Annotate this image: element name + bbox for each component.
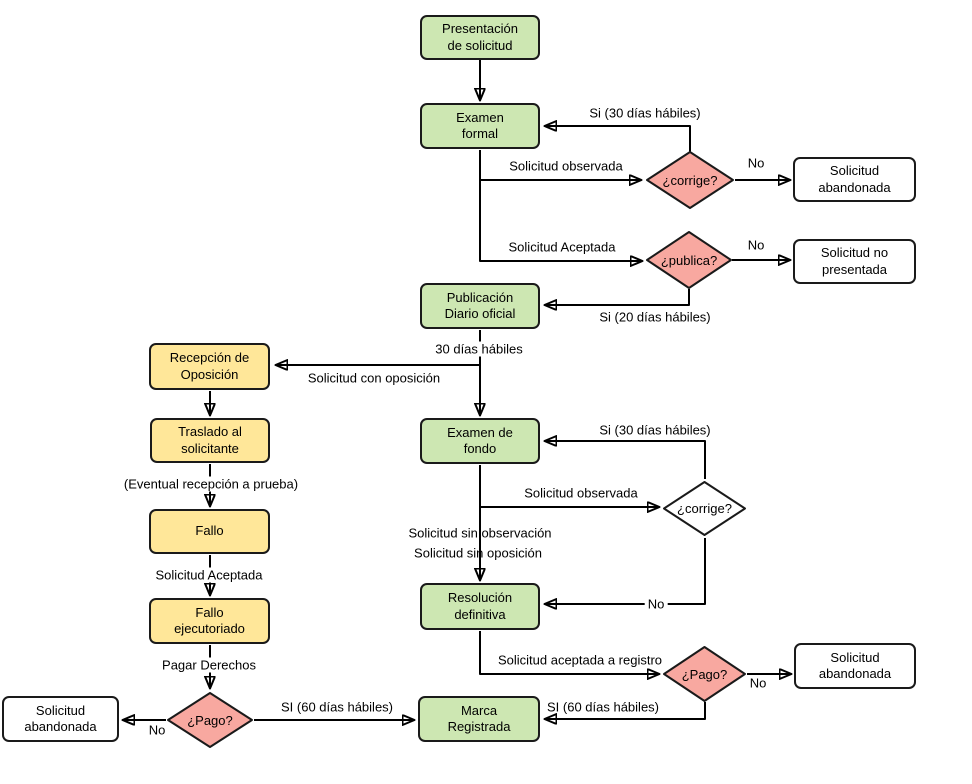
node-label: ¿corrige? — [677, 501, 732, 516]
node-label: Presentación de solicitud — [442, 21, 518, 53]
node-decision-publica: ¿publica? — [645, 230, 733, 290]
edge-corrige1-examenformal-return — [545, 126, 691, 152]
edge-corrige2-examenfondo-return — [545, 441, 706, 479]
node-label: Solicitud abandonada — [818, 649, 892, 681]
node-label: ¿publica? — [660, 252, 718, 268]
node-decision-corrige-1: ¿corrige? — [645, 150, 735, 210]
diamond-shape — [646, 151, 734, 209]
edge-label-si-20: Si (20 días hábiles) — [599, 309, 711, 325]
node-label: ¿corrige? — [662, 172, 718, 188]
node-label: Examen de fondo — [447, 424, 513, 456]
node-label: Publicación Diario oficial — [444, 289, 516, 321]
edge-label-solicitud-observada-top: Solicitud observada — [509, 158, 623, 174]
edge-label-no-pago-left: No — [148, 722, 166, 738]
node-examen-de-fondo: Examen de fondo — [420, 418, 540, 464]
edge-label-eventual-recepcion: (Eventual recepción a prueba) — [120, 476, 302, 492]
node-recepcion-de-oposicion: Recepción de Oposición — [149, 343, 270, 390]
node-label: ¿Pago? — [187, 712, 233, 728]
node-publicacion-diario-oficial: Publicación Diario oficial — [420, 283, 540, 329]
edge-label-30-dias: 30 días hábiles — [432, 341, 526, 357]
edge-label-sin-observacion: Solicitud sin observación — [408, 525, 552, 541]
node-solicitud-abandonada-right: Solicitud abandonada — [794, 643, 916, 689]
diamond-shape — [663, 646, 746, 702]
edge-label-no-publica: No — [747, 237, 765, 253]
node-presentacion-de-solicitud: Presentación de solicitud — [420, 15, 540, 60]
node-decision-corrige-2: ¿corrige? — [662, 480, 747, 537]
node-solicitud-abandonada-top: Solicitud abandonada — [793, 157, 916, 202]
edge-label-sin-oposicion: Solicitud sin oposición — [414, 545, 542, 561]
edge-label-aceptada-registro: Solicitud aceptada a registro — [497, 652, 663, 668]
edge-pagoright-marca — [545, 702, 706, 719]
edge-label-no-corrige1: No — [747, 155, 765, 171]
node-label: Fallo — [195, 523, 224, 539]
diamond-shape — [167, 692, 253, 748]
edge-label-si-30-mid: Si (30 días hábiles) — [599, 422, 711, 438]
node-solicitud-abandonada-left: Solicitud abandonada — [2, 696, 119, 742]
edge-label-solicitud-aceptada-top: Solicitud Aceptada — [508, 239, 616, 255]
edge-examenformal-publica — [479, 150, 642, 261]
node-fallo: Fallo — [149, 509, 270, 554]
node-label: Solicitud abandonada — [24, 702, 97, 734]
node-decision-pago-left: ¿Pago? — [166, 691, 254, 749]
edge-label-pagar-derechos: Pagar Derechos — [159, 657, 259, 673]
node-traslado-al-solicitante: Traslado al solicitante — [150, 418, 270, 463]
edge-label-si-30-top: Si (30 días hábiles) — [589, 105, 701, 121]
node-label: Recepción de Oposición — [169, 350, 250, 382]
edge-label-si-60-left: SI (60 días hábiles) — [280, 699, 394, 715]
diamond-shape — [646, 231, 732, 289]
edge-corrige2-resolucion — [545, 538, 706, 604]
edge-resolucion-pagoright — [479, 631, 659, 674]
edge-label-si-60-right: SI (60 días hábiles) — [546, 699, 660, 715]
edge-label-no-pago-right: No — [749, 675, 767, 691]
node-label: Fallo ejecutoriado — [174, 604, 245, 636]
diamond-shape — [663, 481, 746, 536]
node-examen-formal: Examen formal — [420, 103, 540, 149]
node-solicitud-no-presentada: Solicitud no presentada — [793, 239, 916, 284]
edge-label-no-corrige2: No — [644, 596, 668, 612]
node-label: Resolución definitiva — [447, 590, 513, 622]
node-label: Solicitud no presentada — [820, 245, 889, 277]
edge-publica-publicacion — [545, 289, 690, 305]
node-label: Traslado al solicitante — [178, 424, 242, 456]
edge-label-solicitud-observada-mid: Solicitud observada — [524, 485, 638, 501]
node-resolucion-definitiva: Resolución definitiva — [420, 583, 540, 630]
node-label: Marca Registrada — [447, 702, 511, 734]
edge-label-solicitud-aceptada-left: Solicitud Aceptada — [152, 567, 266, 583]
node-fallo-ejecutoriado: Fallo ejecutoriado — [149, 598, 270, 644]
node-marca-registrada: Marca Registrada — [418, 696, 540, 742]
node-label: Solicitud abandonada — [818, 163, 891, 195]
edge-label-con-oposicion: Solicitud con oposición — [307, 370, 441, 386]
node-decision-pago-right: ¿Pago? — [662, 645, 747, 703]
node-label: Examen formal — [456, 109, 504, 141]
node-label: ¿Pago? — [681, 666, 728, 682]
